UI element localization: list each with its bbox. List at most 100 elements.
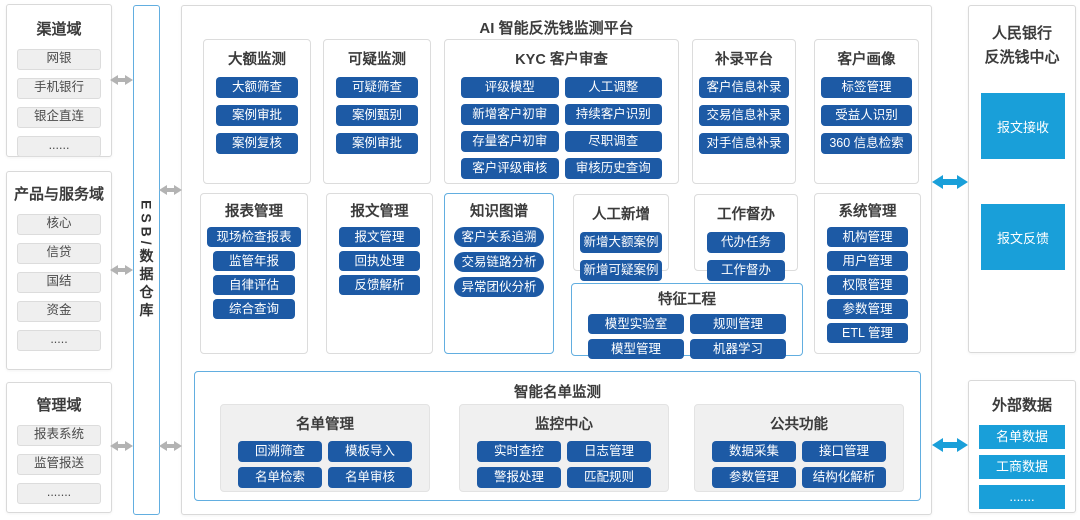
- section-large-amount-monitoring: 大额监测 大额筛查 案例审批 案例复核: [203, 39, 311, 184]
- group-title: 公共功能: [770, 417, 828, 433]
- domain-item: .......: [17, 483, 101, 504]
- message-feedback-block: 报文反馈: [981, 204, 1065, 270]
- section-title: 系统管理: [838, 204, 897, 220]
- section-kyc-review: KYC 客户审查 评级模型 人工调整 新增客户初审 持续客户识别 存量客户初审 …: [444, 39, 679, 184]
- domain-title: 管理域: [36, 397, 82, 414]
- group-monitoring-center: 监控中心 实时查控 日志管理 警报处理 匹配规则: [459, 404, 669, 492]
- module-chip: 异常团伙分析: [454, 277, 544, 297]
- section-message-management: 报文管理 报文管理 回执处理 反馈解析: [326, 193, 433, 354]
- module-chip: 实时查控: [477, 441, 561, 462]
- domain-item: 银企直连: [17, 107, 101, 128]
- module-chip: 数据采集: [712, 441, 796, 462]
- module-chip: 代办任务: [707, 232, 785, 253]
- module-chip: 报文管理: [339, 227, 420, 247]
- module-chip: 评级模型: [461, 77, 559, 98]
- section-title: 人工新增: [592, 207, 650, 223]
- module-chip: 客户信息补录: [699, 77, 789, 98]
- module-chip: 参数管理: [712, 467, 796, 488]
- module-chip: 反馈解析: [339, 275, 420, 295]
- arrow-platform-pboc: [932, 175, 968, 189]
- module-chip: 自律评估: [213, 275, 295, 295]
- feature-module-grid: 模型实验室 规则管理 模型管理 机器学习: [572, 314, 802, 359]
- domain-item: 报表系统: [17, 425, 101, 446]
- domain-item: 国结: [17, 272, 101, 293]
- module-chip: 匹配规则: [567, 467, 651, 488]
- external-data-title: 外部数据: [991, 397, 1052, 414]
- domain-item: 手机银行: [17, 78, 101, 99]
- module-chip: 权限管理: [827, 275, 908, 295]
- module-chip: 名单检索: [238, 467, 322, 488]
- section-report-management: 报表管理 现场检查报表 监管年报 自律评估 综合查询: [200, 193, 308, 354]
- group-common-functions: 公共功能 数据采集 接口管理 参数管理 结构化解析: [694, 404, 904, 492]
- module-chip: ETL 管理: [827, 323, 908, 343]
- module-chip: 模型管理: [588, 339, 684, 359]
- pboc-title-line1: 人民银行: [991, 25, 1052, 42]
- module-chip: 新增大额案例: [580, 232, 662, 253]
- module-chip: 名单审核: [328, 467, 412, 488]
- section-feature-engineering: 特征工程 模型实验室 规则管理 模型管理 机器学习: [571, 283, 803, 359]
- section-title: 智能名单监测: [514, 385, 601, 401]
- domain-title: 产品与服务域: [13, 186, 104, 203]
- domain-title: 渠道域: [36, 21, 82, 38]
- group-module-grid: 实时查控 日志管理 警报处理 匹配规则: [460, 441, 668, 488]
- section-customer-profile: 客户画像 标签管理 受益人识别 360 信息检索: [814, 39, 919, 184]
- section-title: 报文管理: [350, 204, 409, 220]
- section-title: 客户画像: [837, 52, 896, 68]
- module-chip: 规则管理: [690, 314, 786, 334]
- module-chip: 模板导入: [328, 441, 412, 462]
- module-chip: 存量客户初审: [461, 131, 559, 152]
- module-chip: 日志管理: [567, 441, 651, 462]
- section-title: 大额监测: [228, 52, 286, 68]
- arrow-management-esb: [110, 441, 133, 451]
- group-module-grid: 数据采集 接口管理 参数管理 结构化解析: [695, 441, 903, 488]
- module-chip: 案例审批: [216, 105, 298, 126]
- section-title: 特征工程: [658, 292, 716, 308]
- module-chip: 回执处理: [339, 251, 420, 271]
- domain-item: 信贷: [17, 243, 101, 264]
- external-data-item: .......: [979, 485, 1065, 509]
- module-chip: 新增可疑案例: [580, 260, 662, 281]
- section-title: 工作督办: [717, 207, 775, 223]
- module-chip: 机构管理: [827, 227, 908, 247]
- module-chip: 对手信息补录: [699, 133, 789, 154]
- section-title: 可疑监测: [348, 52, 406, 68]
- module-chip: 审核历史查询: [564, 158, 662, 179]
- group-title: 名单管理: [296, 417, 354, 433]
- section-manual-add: 人工新增 新增大额案例 新增可疑案例: [573, 194, 669, 281]
- domain-item: 网银: [17, 49, 101, 70]
- domain-item: 监管报送: [17, 454, 101, 475]
- module-chip: 模型实验室: [588, 314, 684, 334]
- pboc-title-line2: 反洗钱中心: [984, 49, 1060, 66]
- domain-box-product-service: 产品与服务域 核心 信贷 国结 资金 .....: [6, 171, 112, 370]
- platform-box: AI 智能反洗钱监测平台 大额监测 大额筛查 案例审批 案例复核 可疑监测 可疑…: [181, 5, 932, 515]
- pboc-title: 人民银行 反洗钱中心: [969, 6, 1075, 70]
- section-suspicious-monitoring: 可疑监测 可疑筛查 案例甄别 案例审批: [323, 39, 431, 184]
- module-chip: 交易信息补录: [699, 105, 789, 126]
- section-supplement-platform: 补录平台 客户信息补录 交易信息补录 对手信息补录: [692, 39, 796, 184]
- module-chip: 案例甄别: [336, 105, 418, 126]
- module-chip: 现场检查报表: [207, 227, 301, 247]
- domain-box-channel: 渠道域 网银 手机银行 银企直连 ......: [6, 4, 112, 157]
- external-data-item: 名单数据: [979, 425, 1065, 449]
- group-list-management: 名单管理 回溯筛查 模板导入 名单检索 名单审核: [220, 404, 430, 492]
- module-chip: 案例审批: [336, 133, 418, 154]
- module-chip: 交易链路分析: [454, 252, 544, 272]
- section-knowledge-graph: 知识图谱 客户关系追溯 交易链路分析 异常团伙分析: [444, 193, 554, 354]
- arrow-platform-external: [932, 438, 968, 452]
- section-system-management: 系统管理 机构管理 用户管理 权限管理 参数管理 ETL 管理: [814, 193, 921, 354]
- module-chip: 客户评级审核: [461, 158, 559, 179]
- module-chip: 客户关系追溯: [454, 227, 544, 247]
- domain-item: ......: [17, 136, 101, 157]
- module-chip: 尽职调查: [564, 131, 662, 152]
- module-chip: 综合查询: [213, 299, 295, 319]
- arrow-esb-platform-top: [159, 185, 182, 195]
- platform-title: AI 智能反洗钱监测平台: [479, 20, 634, 37]
- module-chip: 360 信息检索: [821, 133, 912, 154]
- group-title: 监控中心: [535, 417, 593, 433]
- module-chip: 监管年报: [213, 251, 295, 271]
- message-receive-block: 报文接收: [981, 93, 1065, 159]
- section-title: KYC 客户审查: [515, 52, 608, 68]
- module-chip: 工作督办: [707, 260, 785, 281]
- module-chip: 回溯筛查: [238, 441, 322, 462]
